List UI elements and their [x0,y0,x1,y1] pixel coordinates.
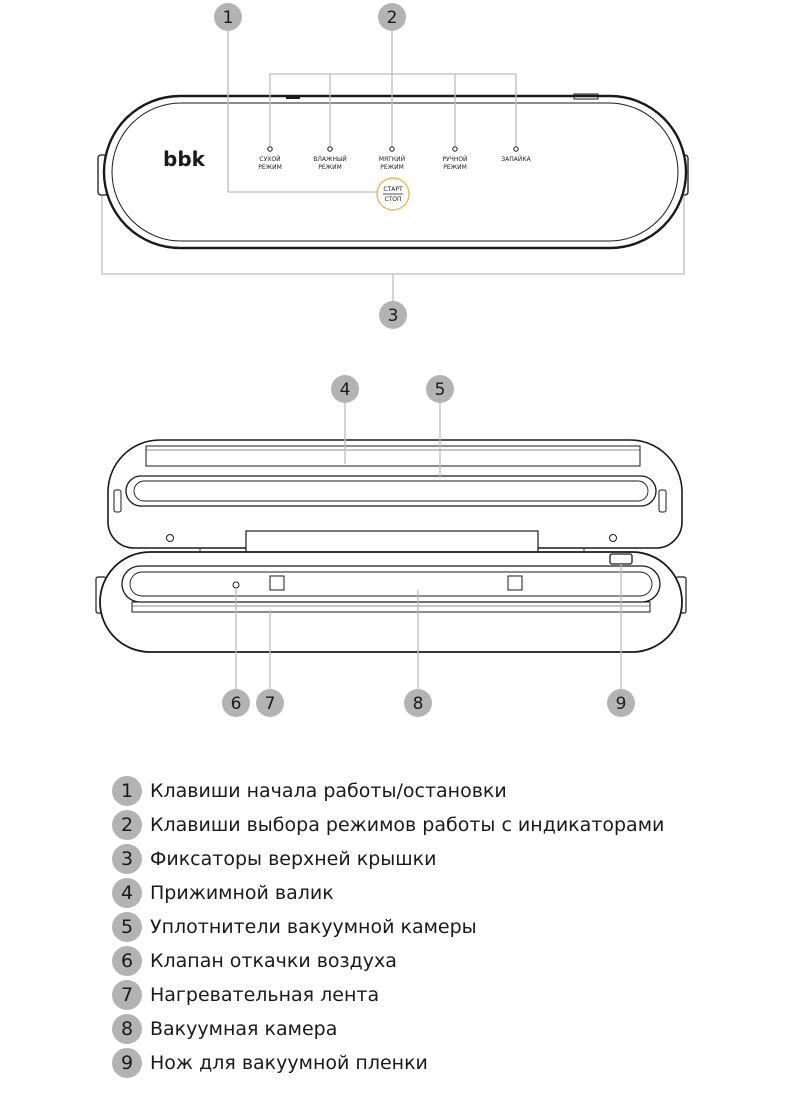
legend-text: Прижимной валик [150,882,334,904]
hinge [245,530,539,556]
button-wet-line1[interactable]: ВЛАЖНЫЙ [313,156,347,163]
svg-text:4: 4 [340,380,351,400]
open-device-view [95,439,687,653]
button-manual-line2[interactable]: РЕЖИМ [443,164,467,171]
legend-item-7: 7 Нагревательная лента [112,978,752,1012]
indicator-soft [389,146,395,152]
top-leaders [101,28,685,302]
indicator-seal [513,146,519,152]
upper-screw-left [166,534,174,542]
callout-4: 4 [331,375,359,403]
svg-text:5: 5 [435,380,446,400]
button-wet-line2[interactable]: РЕЖИМ [318,164,342,171]
stop-label: СТОП [384,196,401,203]
callout-1: 1 [214,3,242,31]
legend-text: Вакуумная камера [150,1018,338,1040]
top-notch [286,96,300,99]
top-notch-right [573,93,599,100]
pressure-roller [145,445,641,467]
top-device-view: bbk СУХОЙ РЕЖИМ ВЛАЖНЫЙ РЕЖИМ МЯГКИЙ РЕЖ… [97,93,689,250]
svg-text:8: 8 [413,694,424,714]
start-label: СТАРТ [383,186,403,193]
vacuum-chamber-inner [129,571,653,597]
indicator-manual [452,146,458,152]
legend-number: 3 [112,844,142,874]
legend-number: 5 [112,912,142,942]
legend-text: Уплотнители вакуумной камеры [150,916,477,938]
legend-number: 4 [112,878,142,908]
legend-number: 2 [112,810,142,840]
svg-text:2: 2 [387,8,398,28]
chamber-clip-left [269,575,285,591]
callout-3: 3 [379,301,407,329]
legend-text: Фиксаторы верхней крышки [150,848,437,870]
legend: 1 Клавиши начала работы/остановки 2 Клав… [112,774,752,1080]
mode-indicators [267,146,519,152]
legend-number: 1 [112,776,142,806]
svg-text:1: 1 [223,8,234,28]
legend-text: Клавиши начала работы/остановки [150,780,507,802]
top-lid-outline [111,102,679,242]
upper-right-clip [658,489,667,513]
vacuum-sealer-diagram: bbk СУХОЙ РЕЖИМ ВЛАЖНЫЙ РЕЖИМ МЯГКИЙ РЕЖ… [95,3,689,717]
svg-text:3: 3 [388,306,399,326]
legend-number: 8 [112,1014,142,1044]
legend-item-4: 4 Прижимной валик [112,876,752,910]
legend-text: Клавиши выбора режимов работы с индикато… [150,814,665,836]
legend-item-2: 2 Клавиши выбора режимов работы с индика… [112,808,752,842]
open-leaders [235,402,622,690]
upper-left-clip [113,489,122,513]
brand-logo: bbk [163,147,206,171]
callout-5: 5 [426,375,454,403]
button-soft-line2[interactable]: РЕЖИМ [380,164,404,171]
button-manual-line1[interactable]: РУЧНОЙ [442,156,467,163]
upper-lid [107,439,683,549]
legend-text: Нагревательная лента [150,984,380,1006]
callout-2: 2 [378,3,406,31]
upper-gasket-outer [125,475,657,507]
legend-number: 7 [112,980,142,1010]
legend-item-8: 8 Вакуумная камера [112,1012,752,1046]
chamber-clip-right [507,575,523,591]
film-cutter[interactable] [609,553,633,565]
indicator-dry [267,146,273,152]
legend-item-6: 6 Клапан откачки воздуха [112,944,752,978]
callout-7: 7 [256,689,284,717]
heating-strip [131,601,651,613]
indicator-wet [327,146,333,152]
top-device-body [102,94,688,250]
legend-text: Клапан откачки воздуха [150,950,397,972]
legend-number: 9 [112,1048,142,1078]
svg-text:6: 6 [231,694,242,714]
legend-item-9: 9 Нож для вакуумной пленки [112,1046,752,1080]
svg-text:7: 7 [265,694,276,714]
legend-text: Нож для вакуумной пленки [150,1052,428,1074]
button-soft-line1[interactable]: МЯГКИЙ [379,156,405,163]
upper-gasket-inner [133,480,649,502]
callout-8: 8 [404,689,432,717]
legend-number: 6 [112,946,142,976]
upper-screw-right [609,534,617,542]
legend-item-5: 5 Уплотнители вакуумной камеры [112,910,752,944]
legend-item-3: 3 Фиксаторы верхней крышки [112,842,752,876]
svg-text:9: 9 [616,694,627,714]
legend-item-1: 1 Клавиши начала работы/остановки [112,774,752,808]
callout-6: 6 [222,689,250,717]
button-dry-line1[interactable]: СУХОЙ [259,156,280,163]
button-dry-line2[interactable]: РЕЖИМ [258,164,282,171]
callout-9: 9 [607,689,635,717]
button-seal-line1[interactable]: ЗАПАЙКА [501,156,531,163]
